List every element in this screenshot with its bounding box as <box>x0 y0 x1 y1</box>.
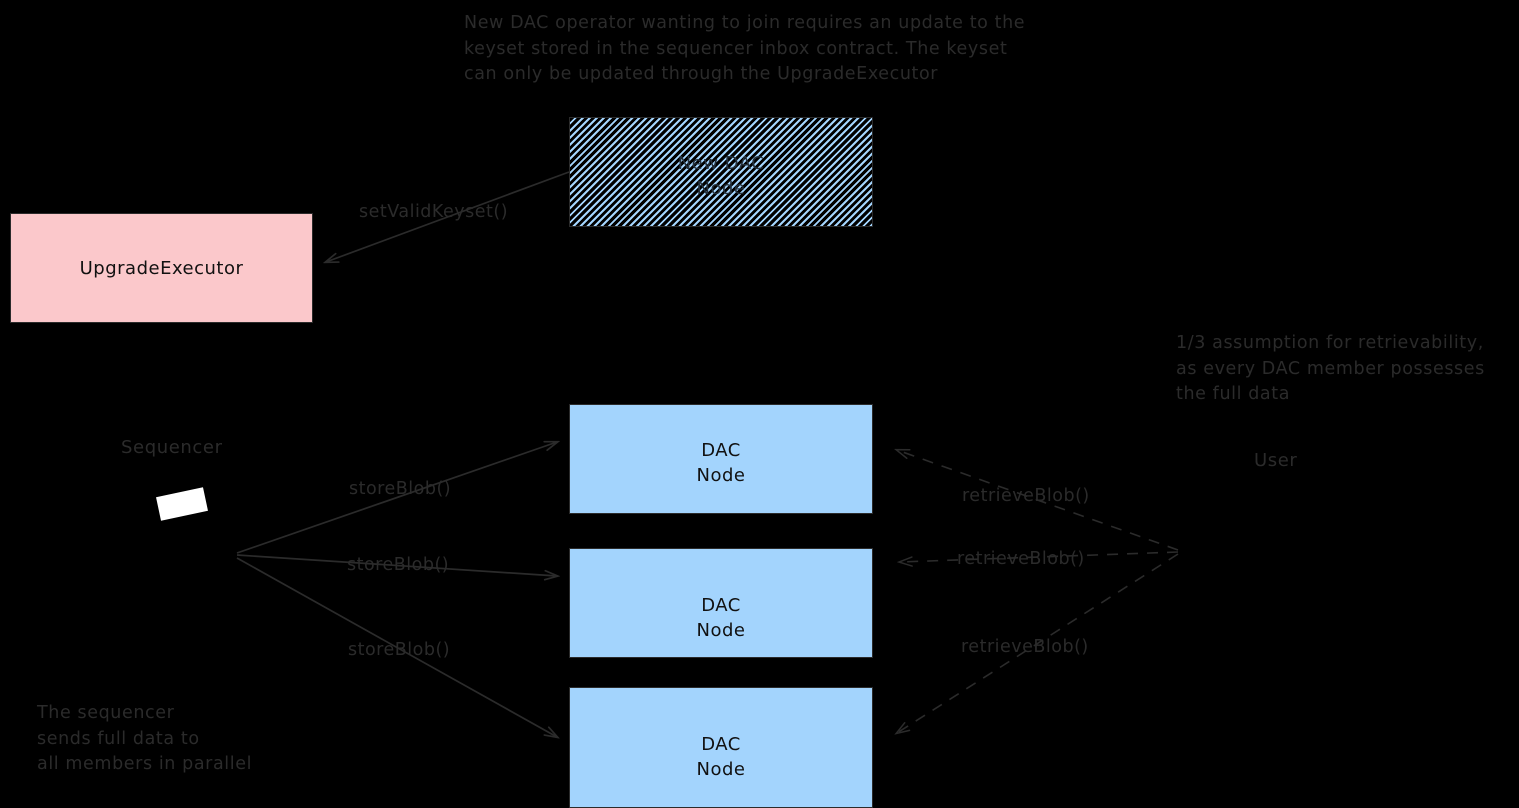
actor-label-user: User <box>1254 450 1298 471</box>
node-dac-node-1[interactable]: DAC Node <box>569 404 873 514</box>
node-new-dac-node-line-1: New DAC <box>677 153 765 174</box>
sequencer-note: The sequencer sends full data to all membe… <box>37 701 297 778</box>
edge-label-store-blob-3: storeBlob() <box>348 640 451 660</box>
connector-store-blob-1 <box>236 442 557 554</box>
node-dac-node-1-line-1: DAC <box>701 440 741 461</box>
title-note: New DAC operator wanting to join require… <box>464 11 1104 88</box>
node-dac-node-2-line-2: Node <box>696 620 746 641</box>
node-dac-node-3-line-1: DAC <box>701 734 741 755</box>
edge-label-retrieve-blob-2: retrieveBlob() <box>957 549 1085 569</box>
edge-label-store-blob-2: storeBlob() <box>347 555 450 575</box>
edge-label-retrieve-blob-3: retrieveBlob() <box>961 637 1089 657</box>
node-dac-node-2-line-1: DAC <box>701 595 741 616</box>
node-new-dac-node-line-2: Node <box>696 178 746 199</box>
node-upgrade-executor-label: UpgradeExecutor <box>79 257 244 279</box>
sequencer-note-line-1: The sequencer <box>37 703 175 723</box>
edge-label-retrieve-blob-1: retrieveBlob() <box>962 486 1090 506</box>
node-dac-node-3[interactable]: DAC Node <box>569 687 873 808</box>
connector-set-valid-keyset <box>326 171 570 262</box>
retrievability-note-line-1: 1/3 assumption for retrievability, <box>1176 333 1484 353</box>
title-note-line-1: New DAC operator wanting to join require… <box>464 13 1026 33</box>
connector-store-blob-3 <box>236 557 557 737</box>
node-dac-node-2[interactable]: DAC Node <box>569 548 873 658</box>
node-upgrade-executor[interactable]: UpgradeExecutor <box>10 213 313 323</box>
connector-store-blob-2 <box>236 554 557 576</box>
node-dac-node-3-line-2: Node <box>696 759 746 780</box>
edge-label-store-blob-1: storeBlob() <box>349 479 452 499</box>
retrievability-note-line-3: the full data <box>1176 384 1291 404</box>
sequencer-note-line-2: sends full data to <box>37 728 200 749</box>
connector-retrieve-blob-3 <box>897 553 1179 733</box>
node-new-dac-node[interactable]: New DAC Node <box>569 117 873 227</box>
connector-retrieve-blob-2 <box>900 551 1179 562</box>
retrievability-note: 1/3 assumption for retrievability, as eve… <box>1176 331 1516 408</box>
actor-label-sequencer: Sequencer <box>121 437 223 458</box>
retrievability-note-line-2: as every DAC member possesses <box>1176 358 1485 379</box>
node-dac-node-1-line-2: Node <box>696 465 746 486</box>
title-note-line-3: can only be updated through the UpgradeE… <box>464 64 939 84</box>
connector-retrieve-blob-1 <box>897 450 1179 551</box>
sequencer-note-line-3: all members in parallel <box>37 754 253 774</box>
edge-label-set-valid-keyset: setValidKeyset() <box>359 202 509 222</box>
title-note-line-2: keyset stored in the sequencer inbox con… <box>464 38 1008 59</box>
